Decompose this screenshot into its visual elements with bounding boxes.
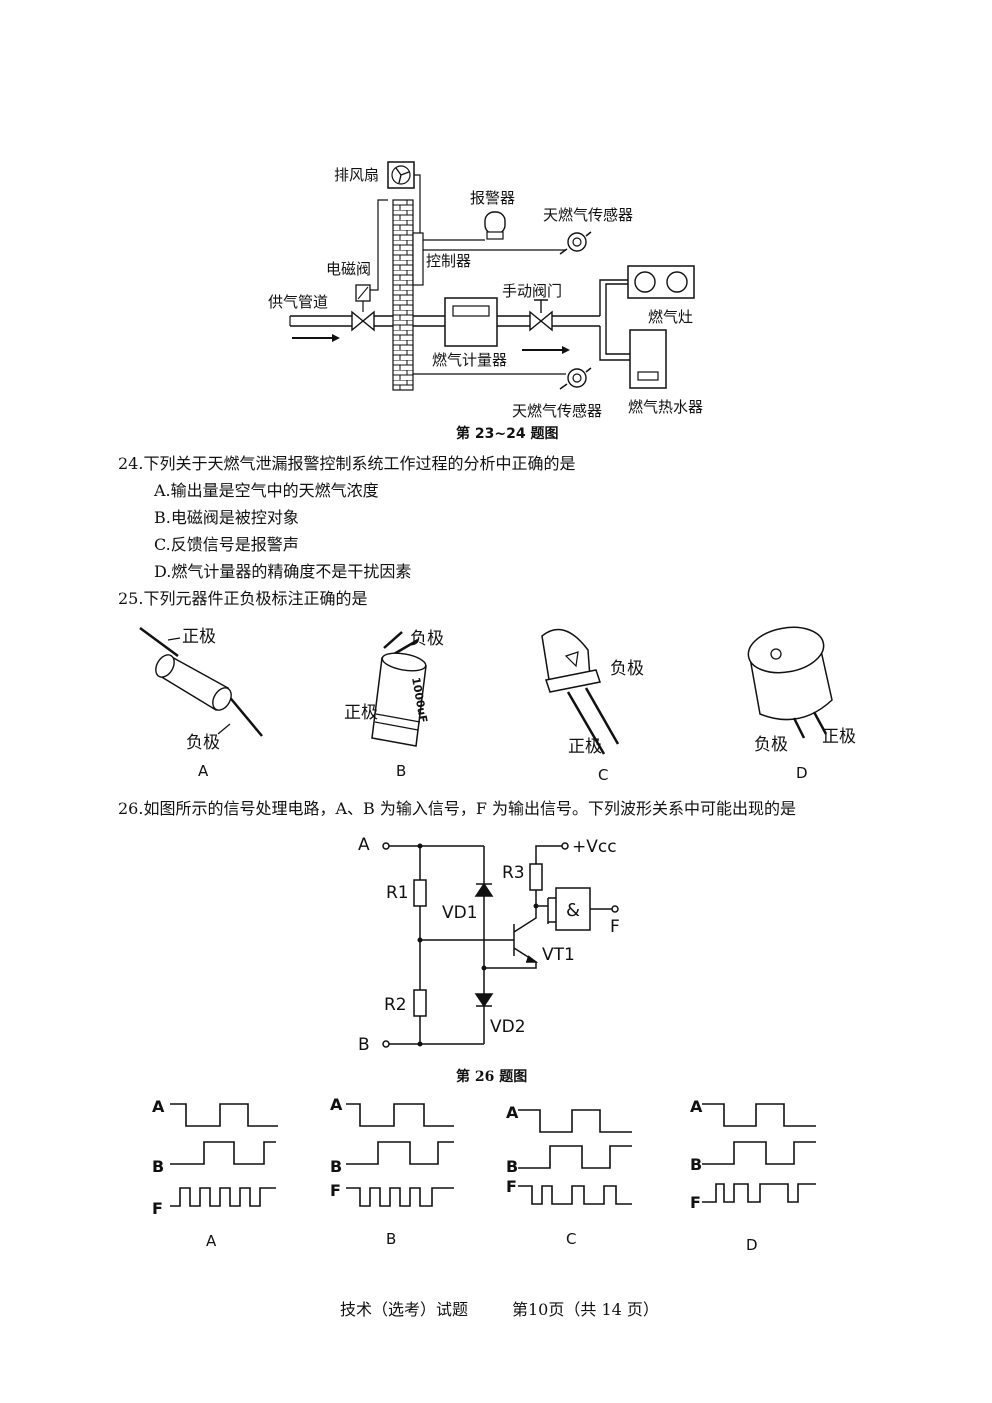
wave-c-label-f: F [506, 1177, 517, 1196]
wave-c-label-b: B [506, 1157, 518, 1176]
component-a-label1: 正极 [182, 627, 216, 647]
q25-stem: 25.下列元器件正负极标注正确的是 [118, 589, 368, 608]
heater-label: 燃气热水器 [628, 398, 703, 416]
q24-option-d: D.燃气计量器的精确度不是干扰因素 [154, 562, 412, 581]
circuit-label-b: B [358, 1035, 370, 1055]
supply-pipe-label: 供气管道 [268, 293, 328, 311]
component-d-label2: 正极 [822, 727, 856, 747]
alarm-icon [484, 211, 506, 240]
q26-stem: 26.如图所示的信号处理电路，A、B 为输入信号，F 为输出信号。下列波形关系中… [118, 799, 797, 818]
circuit-label-f: F [610, 917, 620, 937]
component-c-label2: 正极 [568, 737, 602, 757]
controller-box [412, 232, 424, 286]
controller-label: 控制器 [426, 252, 471, 270]
gas-meter-box [444, 297, 498, 347]
component-c-label1: 负极 [610, 659, 644, 679]
fan-label: 排风扇 [334, 166, 379, 184]
circuit-label-r1: R1 [386, 883, 409, 903]
wave-c-letter: C [566, 1230, 576, 1248]
wave-b-label-f: F [330, 1181, 341, 1200]
circuit-label-vd1: VD1 [442, 903, 478, 923]
wave-d-label-b: B [690, 1155, 702, 1174]
wave-b-label-a: A [330, 1095, 343, 1114]
solenoid-label: 电磁阀 [326, 260, 371, 278]
gas-system-diagram: 排风扇 控制器 报警器 天燃气传感器 电磁阀 供气管道 燃气计量器 手动阀门 [268, 161, 703, 442]
sensor-bottom-label: 天燃气传感器 [512, 402, 602, 420]
circuit-label-vd2: VD2 [490, 1017, 526, 1037]
component-b-label1: 负极 [410, 629, 444, 649]
component-d-icon [747, 626, 833, 739]
gas-stove-icon [627, 265, 695, 299]
q26-circuit: A B R1 R2 VD1 VD2 R3 +Vcc VT1 & F [358, 835, 620, 1055]
q24-stem: 24.下列关于天燃气泄漏报警控制系统工作过程的分析中正确的是 [118, 454, 576, 473]
wave-b-label-b: B [330, 1157, 342, 1176]
gas-water-heater-icon [629, 329, 667, 389]
q24-option-c: C.反馈信号是报警声 [154, 535, 299, 554]
wave-d-label-f: F [690, 1193, 701, 1212]
component-d-letter: D [796, 764, 808, 782]
q24-option-a: A.输出量是空气中的天燃气浓度 [154, 481, 379, 500]
circuit-label-vt1: VT1 [542, 945, 575, 965]
wave-d-label-a: A [690, 1097, 703, 1116]
gas-sensor-top-icon [559, 231, 592, 255]
component-c-letter: C [598, 766, 608, 784]
footer-subject: 技术（选考）试题 [340, 1300, 469, 1319]
component-b-letter: B [396, 762, 406, 780]
footer-page: 第10页（共 14 页） [512, 1300, 659, 1319]
alarm-label: 报警器 [470, 189, 515, 207]
manual-valve-icon [529, 310, 553, 332]
stove-label: 燃气灶 [648, 308, 693, 326]
fig23-caption: 第 23~24 题图 [456, 425, 558, 442]
component-a-icon [139, 626, 263, 737]
q24-option-b: B.电磁阀是被控对象 [154, 508, 299, 527]
wave-a-label-b: B [152, 1157, 164, 1176]
component-b-label2: 正极 [344, 703, 378, 723]
circuit-label-gate: & [566, 900, 580, 921]
brick-wall [392, 199, 414, 391]
sensor-top-label: 天燃气传感器 [543, 206, 633, 224]
manual-valve-label: 手动阀门 [502, 282, 562, 300]
exhaust-fan-icon [387, 161, 415, 189]
component-a-letter: A [198, 762, 209, 780]
wave-b-letter: B [386, 1230, 396, 1248]
circuit-label-a: A [358, 835, 370, 855]
gas-sensor-bottom-icon [559, 367, 592, 390]
wave-a-letter: A [206, 1232, 217, 1250]
circuit-label-r3: R3 [502, 863, 525, 883]
meter-label: 燃气计量器 [432, 351, 507, 369]
component-d-label1: 负极 [754, 735, 788, 755]
q25-components: 正极 负极 A 1000uF 负极 正极 B 负极 正极 C 负极 正极 D [139, 626, 856, 784]
component-b-icon: 1000uF [371, 631, 430, 747]
wave-d-letter: D [746, 1236, 758, 1254]
solenoid-valve-icon [351, 310, 375, 332]
wave-a-label-a: A [152, 1097, 165, 1116]
wave-a-label-f: F [152, 1199, 163, 1218]
circuit-label-r2: R2 [384, 995, 407, 1015]
wave-c-label-a: A [506, 1103, 519, 1122]
q26-waveforms: A B F A A B F B A B F C A B F D [152, 1095, 816, 1254]
circuit-label-vcc: +Vcc [572, 837, 617, 857]
component-a-label2: 负极 [186, 733, 220, 753]
fig26-caption: 第 26 题图 [456, 1069, 528, 1085]
component-c-icon [541, 628, 620, 755]
